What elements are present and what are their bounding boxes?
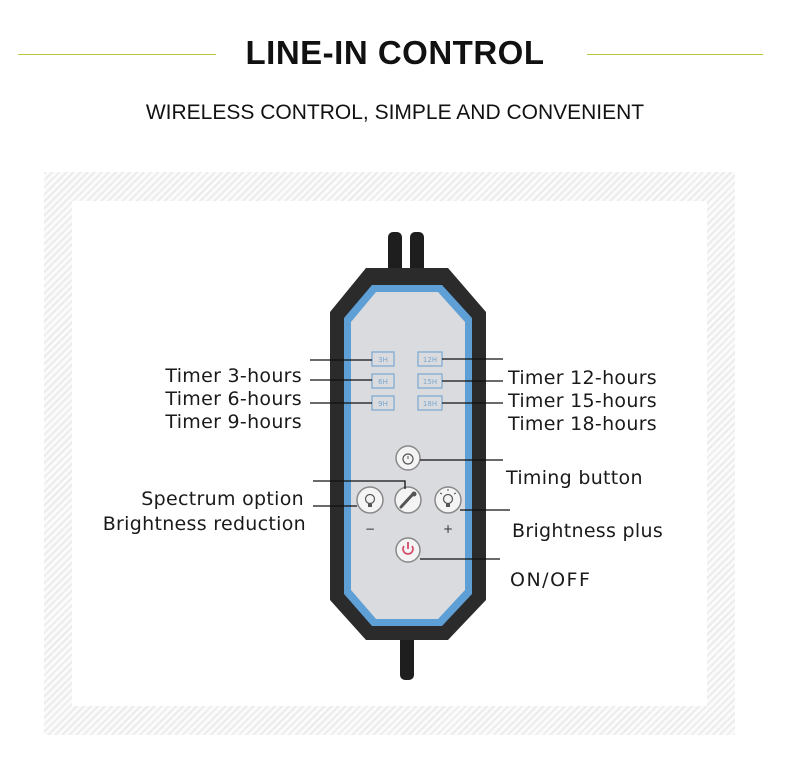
spectrum-option-button[interactable] xyxy=(394,486,422,514)
label-spectrum-option: Spectrum option xyxy=(141,488,304,510)
indicator-3h xyxy=(371,351,395,367)
power-button[interactable] xyxy=(395,537,421,563)
page-title: LINE-IN CONTROL xyxy=(245,34,545,71)
label-timer-9-hours: Timer 9-hours xyxy=(165,411,302,433)
indicator-9h-label: 9H xyxy=(378,400,388,408)
indicator-6h xyxy=(371,373,395,389)
brightness-minus-button[interactable] xyxy=(356,486,384,514)
label-timer-12-hours: Timer 12-hours xyxy=(508,367,658,389)
indicator-15h-label: 15H xyxy=(423,378,437,386)
page-subtitle: WIRELESS CONTROL, SIMPLE AND CONVENIENT xyxy=(145,101,645,124)
cable-bottom xyxy=(400,628,414,680)
minus-sign-label: − xyxy=(365,522,375,536)
label-timer-6-hours: Timer 6-hours xyxy=(165,388,302,410)
timing-button[interactable] xyxy=(395,445,421,471)
spectrum-icon xyxy=(399,492,415,509)
label-brightness-plus: Brightness plus xyxy=(512,520,664,542)
label-timer-3-hours: Timer 3-hours xyxy=(165,365,302,387)
clock-icon xyxy=(402,453,414,465)
indicator-18h-label: 18H xyxy=(423,400,437,408)
label-timer-15-hours: Timer 15-hours xyxy=(508,390,658,412)
label-timing-button: Timing button xyxy=(506,467,643,489)
indicator-3h-label: 3H xyxy=(378,356,388,364)
plus-sign-label: + xyxy=(443,522,453,536)
indicator-6h-label: 6H xyxy=(378,378,388,386)
leader-lines xyxy=(310,358,510,560)
title-rule-right xyxy=(587,54,763,55)
brightness-plus-button[interactable] xyxy=(434,486,462,514)
label-on-off: ON/OFF xyxy=(510,569,592,591)
indicator-12h-label: 12H xyxy=(423,356,437,364)
label-timer-18-hours: Timer 18-hours xyxy=(508,413,658,435)
power-icon xyxy=(402,545,414,555)
title-rule-left xyxy=(18,54,216,55)
label-brightness-reduction: Brightness reduction xyxy=(102,513,306,535)
